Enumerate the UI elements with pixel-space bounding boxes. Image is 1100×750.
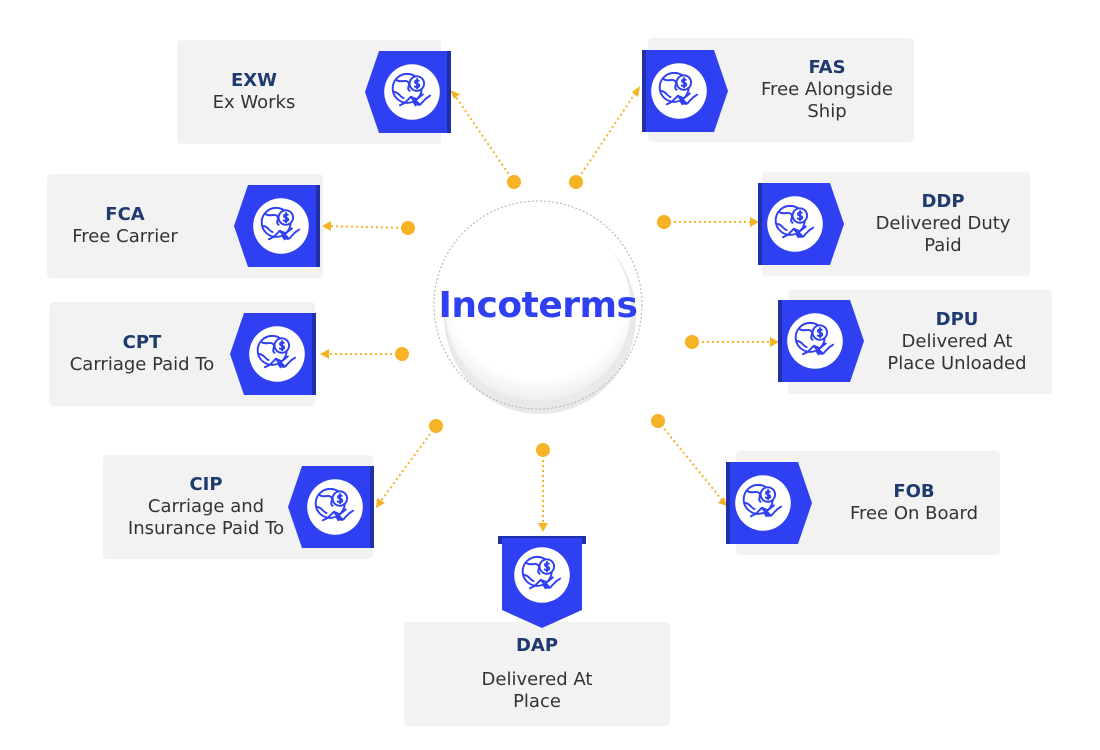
term-name: Carriage and Insurance Paid To — [127, 496, 285, 539]
hub-circle — [433, 200, 643, 414]
connector-dot-cip — [429, 419, 443, 433]
connector-dot-fca — [401, 221, 415, 235]
arrowhead-fob — [718, 497, 727, 506]
badge-dpu — [778, 300, 864, 382]
globe-dollar-handshake-icon — [383, 63, 441, 121]
badge-cip — [288, 466, 374, 548]
term-name: Delivered At Place — [481, 669, 593, 712]
term-name: Free Alongside Ship — [761, 79, 893, 122]
connector-dot-cpt — [395, 347, 409, 361]
term-code: DDP — [921, 191, 965, 212]
badge-fob — [726, 462, 812, 544]
connector-dot-dap — [536, 443, 550, 457]
globe-dollar-handshake-icon — [252, 197, 310, 255]
arrowhead-fca — [322, 221, 331, 231]
incoterms-hub: Incoterms — [432, 192, 644, 418]
connector-dot-ddp — [657, 215, 671, 229]
term-code: FCA — [105, 204, 145, 225]
globe-dollar-handshake-icon — [513, 546, 571, 604]
term-code: CPT — [122, 332, 162, 353]
term-name: Free Carrier — [72, 226, 178, 247]
term-name: Delivered At Place Unloaded — [887, 331, 1027, 374]
arrowhead-cip — [376, 498, 385, 508]
term-code: FAS — [808, 57, 846, 78]
term-code: DPU — [935, 309, 979, 330]
term-code: DAP — [515, 635, 559, 656]
term-name: Free On Board — [849, 503, 979, 524]
term-code: FOB — [893, 481, 935, 502]
term-name: Delivered Duty Paid — [875, 213, 1011, 256]
badge-cpt — [230, 313, 316, 395]
hub-title: Incoterms — [438, 284, 638, 326]
badge-exw — [365, 51, 451, 133]
term-name: Ex Works — [212, 92, 296, 113]
connector-dot-exw — [507, 175, 521, 189]
arrowhead-dpu — [770, 337, 779, 347]
globe-dollar-handshake-icon — [734, 474, 792, 532]
arrowhead-ddp — [750, 217, 759, 227]
term-card-dap: DAP Delivered At Place — [404, 622, 670, 726]
term-name: Carriage Paid To — [69, 354, 215, 375]
globe-dollar-handshake-icon — [766, 195, 824, 253]
arrowhead-dap — [538, 523, 548, 532]
connector-dot-fas — [569, 175, 583, 189]
badge-fca — [234, 185, 320, 267]
connector-dot-dpu — [685, 335, 699, 349]
globe-dollar-handshake-icon — [248, 325, 306, 383]
globe-dollar-handshake-icon — [786, 312, 844, 370]
arrowhead-fas — [632, 86, 640, 97]
term-code: EXW — [230, 70, 278, 91]
badge-ddp — [758, 183, 844, 265]
arrowhead-cpt — [320, 349, 329, 359]
connector-dot-fob — [651, 414, 665, 428]
term-code: CIP — [189, 474, 223, 495]
badge-dap — [498, 536, 586, 628]
arrowhead-exw — [450, 90, 460, 99]
badge-fas — [642, 50, 728, 132]
globe-dollar-handshake-icon — [306, 478, 364, 536]
globe-dollar-handshake-icon — [650, 62, 708, 120]
